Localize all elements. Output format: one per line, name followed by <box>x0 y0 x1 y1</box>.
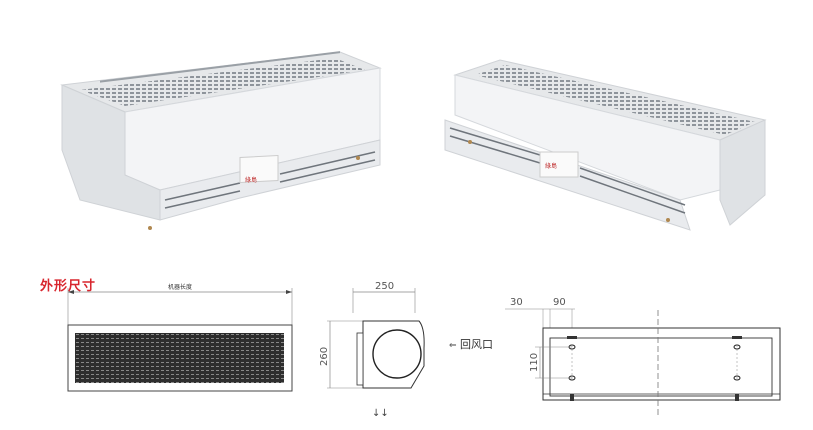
length-dimension-label: 机器长度 <box>168 284 193 291</box>
side-view-drawing: 250 260 <box>319 281 425 389</box>
hole-spacing-dimension: 110 <box>529 353 540 372</box>
outlet-arrows-icon: ↓↓ <box>372 408 389 419</box>
height-dimension: 260 <box>319 347 330 366</box>
brand-logo-left: 綠島 <box>245 176 257 184</box>
bracket-offset-dimension: 90 <box>553 297 566 308</box>
brand-logo-right: 綠島 <box>545 162 557 170</box>
return-air-inlet-label: ⇐ 回风口 <box>449 338 494 351</box>
front-view-drawing <box>67 288 293 392</box>
mounting-view-drawing: 30 90 110 <box>505 297 781 418</box>
drawing-title: 外形尺寸 <box>40 279 97 294</box>
edge-offset-dimension: 30 <box>510 297 523 308</box>
width-dimension: 250 <box>375 281 394 292</box>
inlet-arrows-icon: ⇐ <box>449 341 457 351</box>
air-curtain-photo-left: 綠島 <box>60 51 382 230</box>
air-curtain-photo-right: 綠島 <box>444 59 767 231</box>
